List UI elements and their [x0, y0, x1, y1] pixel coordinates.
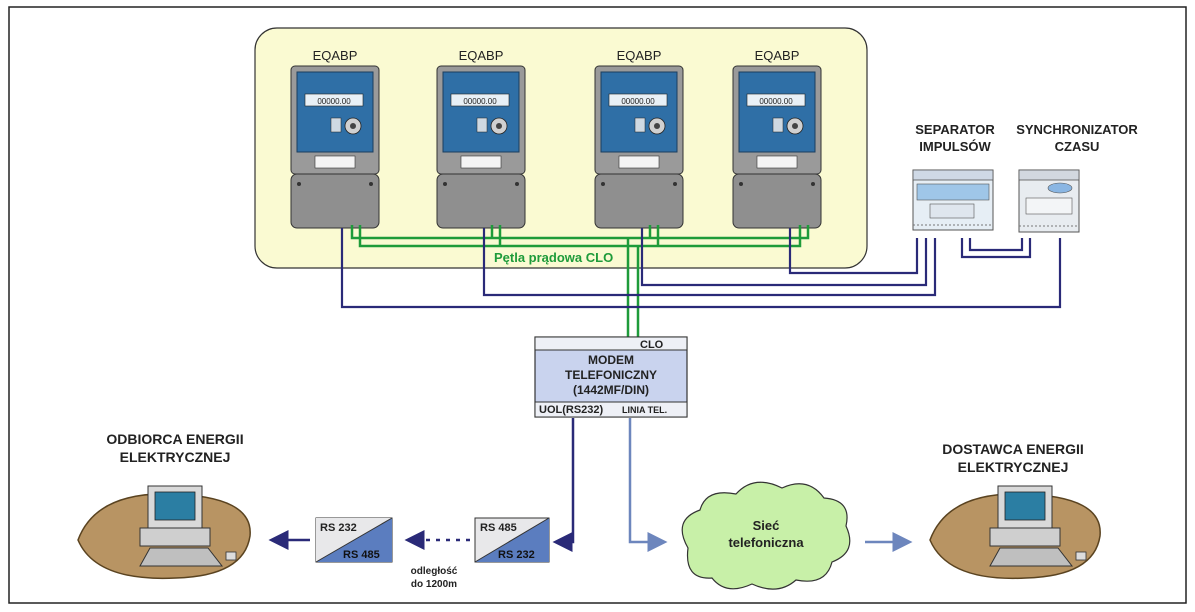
- synchronizer-label-line1: SYNCHRONIZATOR: [1016, 122, 1138, 137]
- consumer-computer-icon: [77, 485, 251, 580]
- pulse-separator-device: [912, 169, 994, 231]
- converter-left-bottom: RS 485: [343, 549, 380, 561]
- separator-label-line1: SEPARATOR: [915, 122, 995, 137]
- energy-meter-1: 00000.00 EQABP: [290, 48, 380, 229]
- energy-meter-2: 00000.00 EQABP: [436, 48, 526, 229]
- supplier-computer-icon: [929, 485, 1101, 580]
- distance-label-line1: odległość: [411, 566, 458, 577]
- converter-right-bottom: RS 232: [498, 549, 535, 561]
- meter-label-4: EQABP: [755, 48, 800, 63]
- converter-rs232-rs485: [315, 517, 393, 563]
- distance-label-line2: do 1200m: [411, 579, 457, 590]
- separator-label-line2: IMPULSÓW: [919, 139, 991, 154]
- supplier-label-line1: DOSTAWCA ENERGII: [942, 441, 1084, 457]
- energy-meter-4: 00000.00 EQABP: [732, 48, 822, 229]
- meters-panel: [254, 27, 868, 269]
- pulse-wires: [340, 228, 1062, 309]
- modem-phone-link: [628, 418, 668, 552]
- supplier-label-line2: ELEKTRYCZNEJ: [958, 459, 1069, 475]
- modem-port-clo: CLO: [640, 339, 664, 351]
- converter-rs485-rs232: [474, 517, 550, 563]
- current-loop-label: Pętla prądowa CLO: [494, 250, 613, 265]
- meter-display-2: 00000.00: [463, 97, 497, 106]
- modem-label-line1: MODEM: [588, 353, 634, 367]
- time-synchronizer-device: [1018, 169, 1080, 233]
- cloud-label-line1: Sieć: [753, 518, 780, 533]
- modem-port-rs232: UOL(RS232): [539, 404, 604, 416]
- meter-display-4: 00000.00: [759, 97, 793, 106]
- meter-label-3: EQABP: [617, 48, 662, 63]
- telephone-network-cloud: [681, 481, 851, 590]
- modem-port-phone-line: LINIA TEL.: [622, 405, 667, 415]
- cloud-label-line2: telefoniczna: [728, 535, 804, 550]
- meter-label-2: EQABP: [459, 48, 504, 63]
- converter-left-top: RS 232: [320, 522, 357, 534]
- energy-meter-3: 00000.00 EQABP: [594, 48, 684, 229]
- modem-label-line3: (1442MF/DIN): [573, 383, 649, 397]
- converter-right-top: RS 485: [480, 522, 517, 534]
- current-loop-wires: [350, 225, 810, 338]
- meter-label-1: EQABP: [313, 48, 358, 63]
- modem-label-line2: TELEFONICZNY: [565, 368, 657, 382]
- modem-rs232-link: [552, 418, 575, 552]
- synchronizer-label-line2: CZASU: [1055, 139, 1100, 154]
- meter-display-1: 00000.00: [317, 97, 351, 106]
- consumer-label-line1: ODBIORCA ENERGII: [106, 431, 243, 447]
- telephone-modem: [534, 336, 688, 418]
- consumer-label-line2: ELEKTRYCZNEJ: [120, 449, 231, 465]
- outer-frame: [8, 6, 1187, 604]
- meters-group: 00000.00EQABP00000.00EQABP00000.00EQABP0…: [290, 48, 822, 229]
- meter-display-3: 00000.00: [621, 97, 655, 106]
